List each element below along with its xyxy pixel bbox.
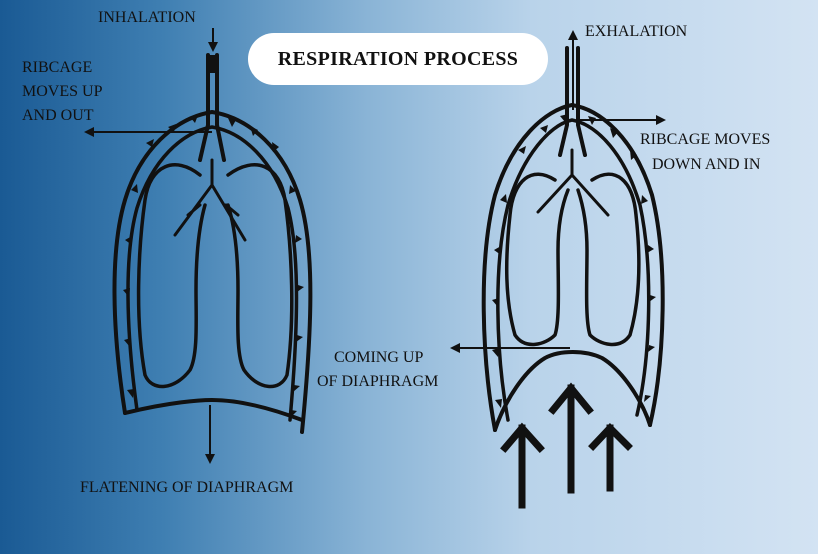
left-lung-left [136,163,207,389]
right-bronchi [536,148,610,217]
left-arrows [84,28,218,464]
diaphragm-up-label-line1: COMING UP [334,349,424,366]
right-thorax [481,46,665,432]
left-ribcage-inner [126,125,299,422]
left-lung-right [226,163,294,389]
diaphragm-up-arrows [500,382,633,509]
ribcage-up-label-line2: MOVES UP [22,83,103,100]
left-trachea [198,53,226,162]
left-bronchi [173,158,247,242]
title-box: RESPIRATION PROCESS [248,33,548,85]
right-lung-left [504,172,570,347]
left-thorax [112,53,313,434]
right-diaphragm [493,350,652,432]
exhalation-label: EXHALATION [585,23,688,40]
left-diaphragm [123,398,304,422]
diaphragm-up-label-line2: OF DIAPHRAGM [317,373,439,390]
left-ribcage-outer [112,110,313,434]
ribcage-up-label-line3: AND OUT [22,107,94,124]
right-lung-right [576,172,641,347]
diagram-title: RESPIRATION PROCESS [277,47,519,70]
right-trachea [558,46,587,157]
right-rib-segments [492,114,656,408]
ribcage-down-label-line2: DOWN AND IN [652,156,761,173]
ribcage-down-label-line1: RIBCAGE MOVES [640,131,771,148]
left-rib-segments [123,115,304,417]
right-arrows [450,30,666,509]
ribcage-up-label-line1: RIBCAGE [22,59,93,76]
flattening-diaphragm-label: FLATENING OF DIAPHRAGM [80,479,294,496]
right-ribcage-inner [496,118,651,422]
inhalation-label: INHALATION [98,9,196,26]
